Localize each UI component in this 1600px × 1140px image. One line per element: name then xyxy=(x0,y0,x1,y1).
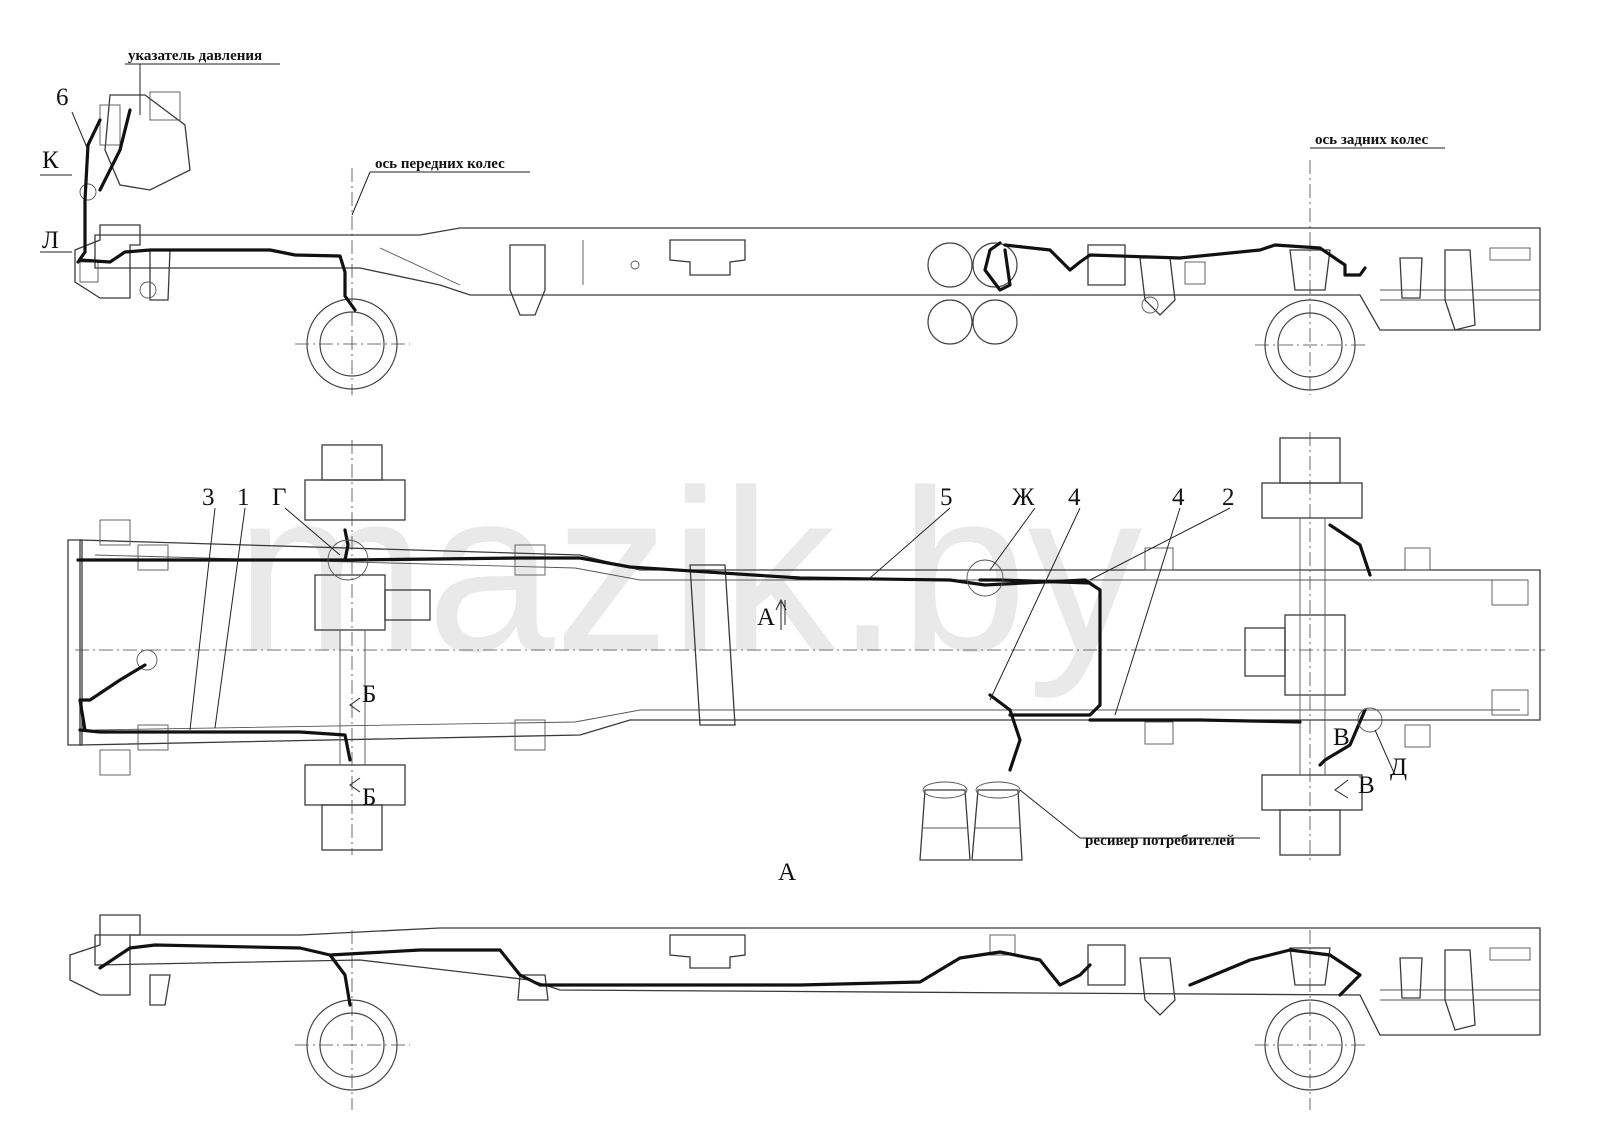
callout-4a: 4 xyxy=(1068,484,1081,511)
callout-v-lower: В xyxy=(1358,772,1375,799)
callout-d: Д xyxy=(1390,754,1407,781)
callout-4b: 4 xyxy=(1172,484,1185,511)
view-arrow-label: А xyxy=(757,604,775,631)
plan-view xyxy=(67,432,1545,861)
pressure-gauge-label: указатель давления xyxy=(128,48,262,64)
bottom-side-view xyxy=(69,914,1541,1110)
callout-6: 6 xyxy=(56,84,69,111)
view-arrow-icon xyxy=(775,598,787,630)
callout-2: 2 xyxy=(1222,484,1235,511)
callout-g: Г xyxy=(272,484,286,511)
callout-5: 5 xyxy=(940,484,953,511)
callout-v-upper: В xyxy=(1333,724,1350,751)
view-a-label: А xyxy=(778,859,796,886)
front-axle-label: ось передних колес xyxy=(375,156,505,172)
consumer-receiver-label: ресивер потребителей xyxy=(1085,833,1235,849)
callout-3: 3 xyxy=(202,484,215,511)
callout-1: 1 xyxy=(237,484,250,511)
callout-zh: Ж xyxy=(1012,484,1035,511)
callout-b-upper: Б xyxy=(362,681,376,708)
rear-axle-label: ось задних колес xyxy=(1315,132,1428,148)
top-side-view xyxy=(74,91,1541,395)
arrow-v xyxy=(1334,779,1349,799)
leader-lines xyxy=(40,63,1445,839)
callout-l: Л xyxy=(42,227,59,254)
arrow-b-lower xyxy=(349,777,361,793)
callout-b-lower: Б xyxy=(362,784,376,811)
callout-k: К xyxy=(42,147,59,174)
arrow-b-upper xyxy=(349,697,361,713)
